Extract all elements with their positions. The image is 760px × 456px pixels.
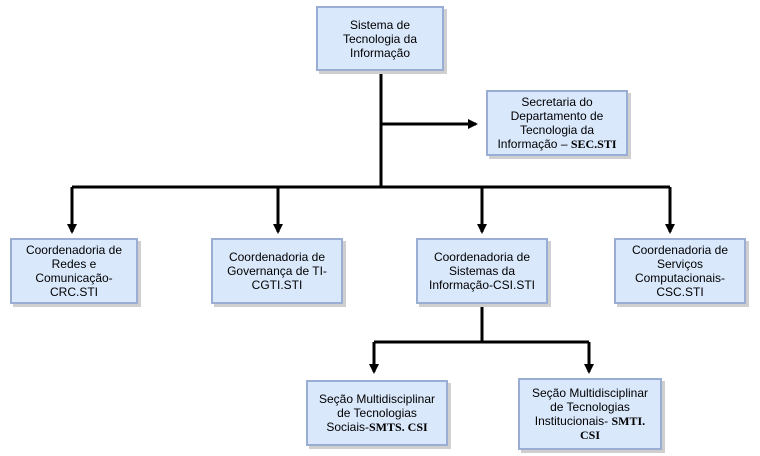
node-csi-line-3: Informação-CSI.STI (428, 278, 536, 292)
node-smti-line-3-prefix: Institucionais- (534, 414, 612, 428)
node-secretaria-line-4: Informação – SEC.STI (497, 137, 616, 151)
node-smts-line-3: Sociais-SMTS. CSI (326, 420, 427, 434)
node-coordenadoria-csi: Coordenadoria de Sistemas da Informação-… (416, 238, 548, 304)
node-smti-line-4: CSI (579, 428, 600, 442)
node-sistema-ti-line-1: Sistema de (349, 17, 411, 32)
node-smti-line-2: de Tecnologias (550, 400, 630, 414)
node-secretaria-acronym: SEC.STI (570, 137, 617, 151)
node-smti-line-1: Seção Multidisciplinar (531, 386, 649, 400)
node-secretaria-line-4-prefix: Informação – (497, 137, 571, 151)
node-secretaria-line-1: Secretaria do (521, 95, 593, 109)
node-csc-line-4: CSC.STI (656, 285, 704, 299)
node-secretaria-sec-sti: Secretaria do Departamento de Tecnologia… (486, 90, 628, 156)
node-coordenadoria-csc: Coordenadoria de Serviços Computacionais… (614, 238, 746, 304)
node-smts-line-1: Seção Multidisciplinar (318, 392, 436, 406)
node-cgti-line-1: Coordenadoria de (228, 250, 326, 264)
node-coordenadoria-crc: Coordenadoria de Redes e Comunicação- CR… (10, 238, 138, 304)
node-crc-line-1: Coordenadoria de (25, 243, 123, 257)
node-sistema-ti: Sistema de Tecnologia da Informação (316, 6, 444, 71)
node-coordenadoria-cgti: Coordenadoria de Governança de TI- CGTI.… (211, 238, 343, 304)
node-crc-line-2: Redes e (51, 257, 97, 271)
node-smts-acronym: SMTS. CSI (369, 420, 428, 434)
node-secretaria-line-3: Tecnologia da (519, 123, 595, 137)
node-smts-line-2: de Tecnologias (337, 406, 417, 420)
node-secao-smts: Seção Multidisciplinar de Tecnologias So… (306, 380, 448, 446)
node-csi-line-2: Sistemas da (448, 264, 516, 278)
node-secao-smti: Seção Multidisciplinar de Tecnologias In… (518, 378, 662, 450)
node-sistema-ti-line-2: Tecnologia da (342, 31, 418, 46)
node-sistema-ti-line-3: Informação (349, 45, 411, 60)
node-secretaria-line-2: Departamento de (510, 109, 604, 123)
node-smts-line-3-prefix: Sociais- (326, 420, 369, 434)
node-smti-acronym: SMTI. (611, 414, 646, 428)
node-cgti-line-3: CGTI.STI (251, 278, 303, 292)
node-csc-line-3: Computacionais- (634, 271, 726, 285)
node-cgti-line-2: Governança de TI- (227, 264, 327, 278)
node-crc-line-4: CRC.STI (50, 285, 98, 299)
node-csi-line-1: Coordenadoria de (433, 250, 531, 264)
node-csc-line-1: Coordenadoria de (631, 243, 729, 257)
node-smti-line-3: Institucionais- SMTI. (535, 414, 645, 428)
node-csc-line-2: Serviços (656, 257, 703, 271)
node-crc-line-3: Comunicação- (35, 271, 113, 285)
